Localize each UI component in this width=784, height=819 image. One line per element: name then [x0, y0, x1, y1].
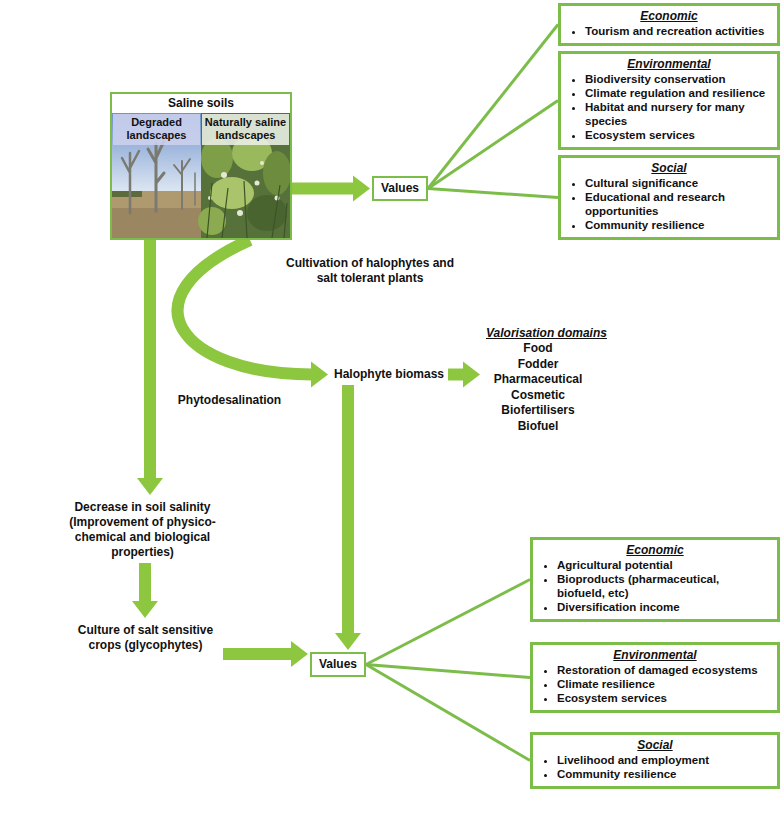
saline-soils-box: Saline soilsDegraded landscapesNaturally…: [110, 92, 292, 240]
connector-line: [366, 665, 530, 761]
photo-caption: Degraded landscapes: [113, 114, 200, 145]
list-item: Food: [486, 341, 590, 357]
bullet-list: Tourism and recreation activities: [569, 24, 769, 38]
branch-line: [428, 25, 558, 189]
list-item: Biofertilisers: [486, 403, 590, 419]
list-item: Cosmetic: [486, 388, 590, 404]
connector-line: [428, 189, 558, 198]
bullet-item: Climate resilience: [557, 677, 769, 691]
node-text: Halophyte biomass: [334, 367, 444, 382]
arrow-head: [291, 641, 308, 667]
bullet-item: Ecosystem services: [557, 691, 769, 705]
category-heading: Environmental: [541, 647, 769, 663]
box-title: Saline soils: [112, 94, 290, 113]
value-category-box: EnvironmentalRestoration of damaged ecos…: [530, 642, 780, 713]
flow-arrow: [448, 362, 480, 388]
bullet-item: Restoration of damaged ecosystems: [557, 663, 769, 677]
connector-line: [428, 101, 558, 189]
values-text: Values: [319, 657, 357, 672]
arrow-head: [463, 362, 480, 388]
process-step: Decrease in soil salinity (Improvement o…: [40, 497, 245, 563]
photo-caption: Naturally saline landscapes: [202, 114, 289, 145]
bullet-item: Bioproducts (pharmaceutical, biofueld, e…: [557, 572, 769, 600]
bullet-item: Habitat and nursery for many species: [585, 100, 769, 128]
flow-arrow: [223, 641, 308, 667]
branch-line: [366, 665, 530, 678]
bullet-list: Biodiversity conservationClimate regulat…: [569, 72, 769, 142]
annotation-label: Cultivation of halophytes and salt toler…: [285, 256, 455, 286]
bullet-list: Agricultural potentialBioproducts (pharm…: [541, 558, 769, 614]
node-text: Decrease in soil salinity (Improvement o…: [44, 500, 241, 560]
connector-line: [342, 385, 354, 634]
category-heading: Environmental: [569, 56, 769, 72]
flow-arrow: [335, 385, 361, 650]
bullet-item: Biodiversity conservation: [585, 72, 769, 86]
biomass-node: Halophyte biomass: [330, 364, 448, 385]
arrow-head: [137, 478, 163, 495]
bullet-item: Ecosystem services: [585, 128, 769, 142]
photo-caption-text: Naturally saline landscapes: [204, 116, 287, 142]
bullet-item: Cultural significance: [585, 176, 769, 190]
connector-line: [223, 648, 292, 660]
bullet-item: Livelihood and employment: [557, 753, 769, 767]
node-text: Culture of salt sensitive crops (glycoph…: [72, 623, 219, 653]
connector-line: [144, 240, 156, 479]
list-item: Biofuel: [486, 419, 590, 435]
bullet-item: Community resilience: [585, 218, 769, 232]
category-heading: Social: [569, 160, 769, 176]
process-step: Culture of salt sensitive crops (glycoph…: [68, 620, 223, 656]
bullet-item: Tourism and recreation activities: [585, 24, 769, 38]
photo-caption-text: Degraded landscapes: [115, 116, 198, 142]
connector-line: [366, 665, 530, 678]
arrow-head: [311, 362, 328, 388]
flow-arrow: [137, 240, 163, 495]
bullet-item: Educational and research opportunities: [585, 190, 769, 218]
bullet-item: Diversification income: [557, 600, 769, 614]
bullet-list: Cultural significanceEducational and res…: [569, 176, 769, 232]
branch-line: [428, 101, 558, 189]
arrow-head: [132, 601, 158, 618]
values-box: Values: [372, 176, 428, 201]
value-category-box: EconomicTourism and recreation activitie…: [558, 3, 780, 46]
bullet-item: Climate regulation and resilience: [585, 86, 769, 100]
connector-line: [292, 183, 354, 195]
branch-line: [428, 189, 558, 198]
value-category-box: SocialCultural significanceEducational a…: [558, 155, 780, 240]
arrow-head: [353, 176, 370, 202]
bullet-list: Restoration of damaged ecosystemsClimate…: [541, 663, 769, 705]
list-heading: Valorisation domains: [486, 325, 590, 341]
connector-line: [366, 580, 530, 665]
branch-line: [366, 580, 530, 665]
flow-arrow: [292, 176, 370, 202]
values-text: Values: [381, 181, 419, 196]
list-item: Fodder: [486, 357, 590, 373]
arrow-head: [335, 633, 361, 650]
value-category-box: EconomicAgricultural potentialBioproduct…: [530, 537, 780, 622]
annotation-label: Phytodesalination: [172, 393, 287, 408]
list-item: Pharmaceutical: [486, 372, 590, 388]
flow-arrow: [132, 563, 158, 618]
category-heading: Economic: [569, 8, 769, 24]
value-category-box: SocialLivelihood and employmentCommunity…: [530, 732, 780, 789]
values-box: Values: [310, 652, 366, 677]
category-heading: Economic: [541, 542, 769, 558]
valorisation-list: Valorisation domainsFoodFodderPharmaceut…: [482, 322, 594, 437]
bullet-item: Community resilience: [557, 767, 769, 781]
connector-line: [139, 563, 151, 602]
connector-line: [428, 25, 558, 189]
connector-line: [448, 369, 464, 381]
branch-line: [366, 665, 530, 761]
bullet-item: Agricultural potential: [557, 558, 769, 572]
value-category-box: EnvironmentalBiodiversity conservationCl…: [558, 51, 780, 150]
bullet-list: Livelihood and employmentCommunity resil…: [541, 753, 769, 781]
category-heading: Social: [541, 737, 769, 753]
